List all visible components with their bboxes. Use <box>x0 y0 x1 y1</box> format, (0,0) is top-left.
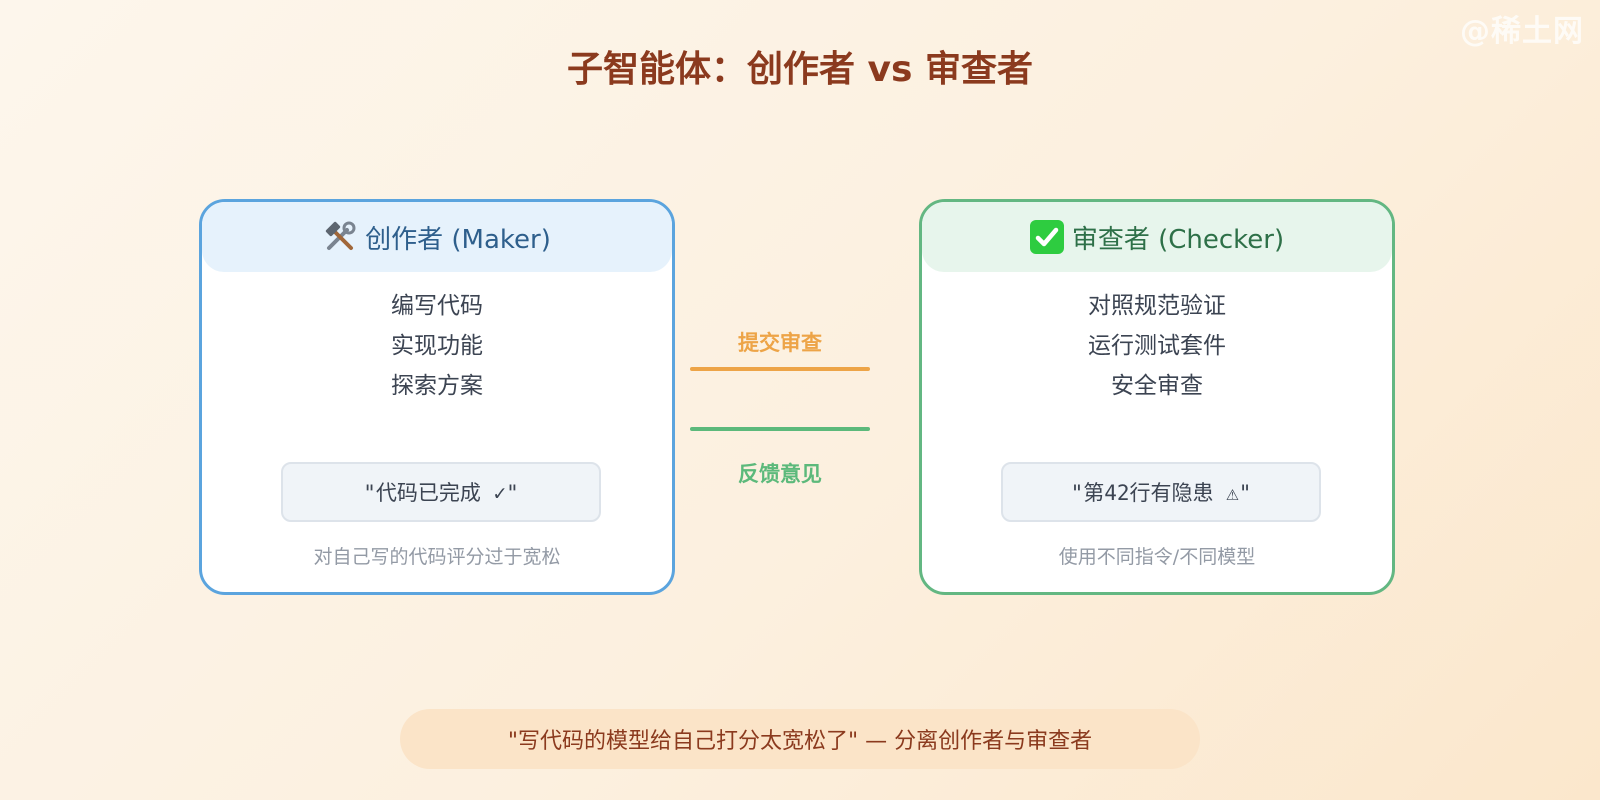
hammer-and-wrench-icon <box>323 220 357 254</box>
maker-item: 实现功能 <box>391 333 483 359</box>
checker-quote: "第42行有隐患 ⚠" <box>1001 462 1321 522</box>
watermark: @稀土网 <box>1460 14 1584 49</box>
checker-item: 运行测试套件 <box>1088 333 1226 359</box>
submit-review-label: 提交审查 <box>738 331 822 355</box>
bottom-banner: "写代码的模型给自己打分太宽松了" — 分离创作者与审查者 <box>400 709 1200 769</box>
checker-card: 审查者 (Checker) 对照规范验证 运行测试套件 安全审查 "第42行有隐… <box>919 199 1395 595</box>
maker-card-title: 创作者 (Maker) <box>365 224 551 255</box>
checker-card-title: 审查者 (Checker) <box>1071 224 1285 255</box>
checker-note: 使用不同指令/不同模型 <box>1058 546 1256 568</box>
maker-quote: "代码已完成 ✓" <box>281 462 601 522</box>
checker-item-list: 对照规范验证 运行测试套件 安全审查 <box>922 286 1392 406</box>
maker-card-header: 创作者 (Maker) <box>202 202 672 272</box>
maker-item: 探索方案 <box>391 373 483 399</box>
checker-item: 对照规范验证 <box>1088 293 1226 319</box>
submit-review-line <box>690 367 870 371</box>
checker-card-header: 审查者 (Checker) <box>922 202 1392 272</box>
maker-item: 编写代码 <box>391 293 483 319</box>
maker-card: 创作者 (Maker) 编写代码 实现功能 探索方案 "代码已完成 ✓" 对自己… <box>199 199 675 595</box>
check-mark-button-icon <box>1029 220 1064 254</box>
maker-item-list: 编写代码 实现功能 探索方案 <box>202 286 672 406</box>
feedback-line <box>690 427 870 431</box>
maker-note: 对自己写的代码评分过于宽松 <box>313 546 561 568</box>
checker-item: 安全审查 <box>1111 373 1203 399</box>
page-title: 子智能体：创作者 vs 审查者 <box>567 49 1033 90</box>
feedback-label: 反馈意见 <box>738 462 822 486</box>
